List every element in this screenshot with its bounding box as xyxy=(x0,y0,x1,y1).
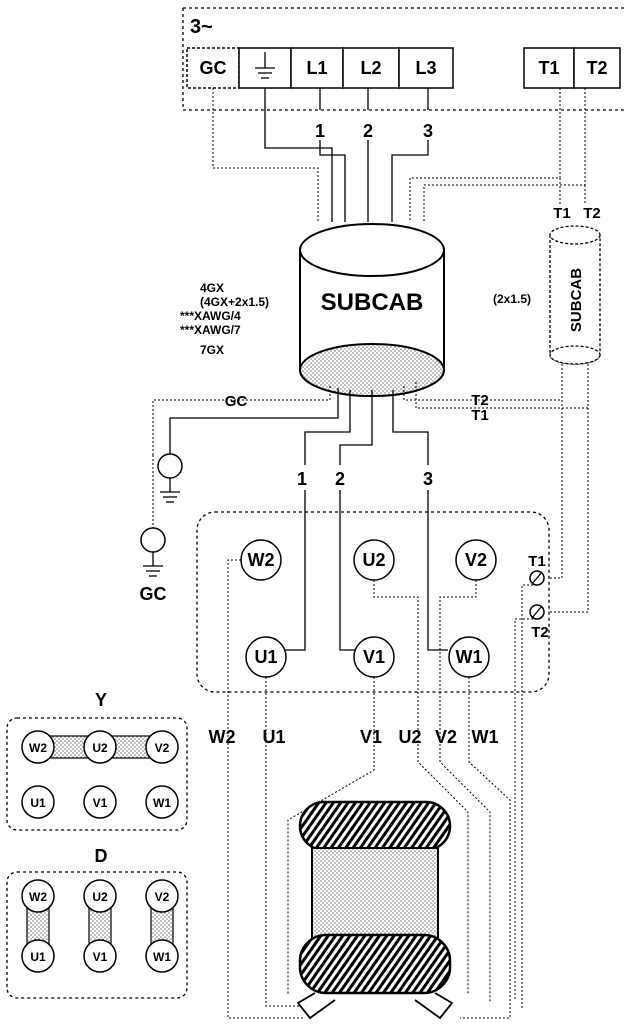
main-cable-label: SUBCAB xyxy=(321,289,424,316)
connection-y-title: Y xyxy=(95,690,107,710)
lower-gc-label: GC xyxy=(225,393,248,410)
lead-label-u2: U2 xyxy=(398,727,421,747)
cable-to-motor-wires xyxy=(152,382,588,651)
thermal-terminal-t1 xyxy=(529,570,545,586)
terminal-label: W1 xyxy=(153,950,171,964)
earth-icon xyxy=(255,52,275,79)
aux-cable-t2-label: T2 xyxy=(583,205,601,222)
terminal-label: U1 xyxy=(254,647,277,667)
aux-cable-label: SUBCAB xyxy=(568,268,585,332)
terminal-label: U2 xyxy=(92,890,108,904)
terminal-l1-label: L1 xyxy=(306,58,327,78)
terminal-label: U2 xyxy=(92,741,108,755)
conductor-number-3: 3 xyxy=(423,121,433,141)
lead-label-w1: W1 xyxy=(472,727,499,747)
stator-winding xyxy=(296,800,454,1020)
motor-leads xyxy=(227,559,537,1019)
terminal-label: W2 xyxy=(29,890,47,904)
lower-number-2: 2 xyxy=(335,469,345,489)
cable-variant-2: (4GX+2x1.5) xyxy=(200,295,269,309)
lead-label-w2: W2 xyxy=(209,727,236,747)
lower-number-1: 1 xyxy=(297,469,307,489)
lower-t2-label: T2 xyxy=(471,392,489,409)
aux-cable: T1 T2 SUBCAB (2x1.5) xyxy=(493,205,601,613)
connection-d-title: D xyxy=(95,846,108,866)
conductor-number-2: 2 xyxy=(363,121,373,141)
terminal-l3-box xyxy=(398,47,454,89)
terminal-label: W1 xyxy=(456,647,483,667)
connection-y-panel: Y W2 U2 V2 U1 V1 W1 xyxy=(6,690,188,831)
motor-t2-label: T2 xyxy=(531,624,549,641)
terminal-gc-label: GC xyxy=(200,58,227,78)
motor-t1-label: T1 xyxy=(528,553,546,570)
cable-variants: 4GX (4GX+2x1.5) ***XAWG/4 ***XAWG/7 7GX xyxy=(180,281,269,357)
cable-variant-5: 7GX xyxy=(200,343,224,357)
connection-d-panel: D W2 U2 V2 U1 V1 W1 xyxy=(6,846,188,999)
lead-label-v2: V2 xyxy=(435,727,457,747)
thermal-terminal-t2 xyxy=(529,604,545,620)
terminal-label: V1 xyxy=(93,950,108,964)
earth-icon xyxy=(157,453,183,503)
cable-variant-4: ***XAWG/7 xyxy=(180,323,241,337)
cable-variant-3: ***XAWG/4 xyxy=(180,309,241,323)
terminal-label: V2 xyxy=(155,741,170,755)
terminal-l2-label: L2 xyxy=(360,58,381,78)
terminal-t2-label: T2 xyxy=(586,58,607,78)
terminal-label: V1 xyxy=(93,796,108,810)
terminal-t2-box xyxy=(573,47,621,89)
lead-label-v1: V1 xyxy=(360,727,382,747)
aux-cable-spec: (2x1.5) xyxy=(493,292,531,306)
earth-icon xyxy=(140,527,166,577)
lead-label-u1: U1 xyxy=(262,727,285,747)
phase-label: 3~ xyxy=(190,16,213,38)
terminal-label: W1 xyxy=(153,796,171,810)
terminal-label: V1 xyxy=(363,647,385,667)
aux-cable-t1-label: T1 xyxy=(553,205,571,222)
terminal-l3-label: L3 xyxy=(415,58,436,78)
conductor-number-1: 1 xyxy=(315,121,325,141)
terminal-label: V2 xyxy=(465,550,487,570)
terminal-t1-label: T1 xyxy=(538,58,559,78)
lower-number-3: 3 xyxy=(423,469,433,489)
cable-variant-1: 4GX xyxy=(200,281,224,295)
supply-block: 3~ GC L1 L2 L3 T1 T2 xyxy=(182,7,625,111)
terminal-label: U1 xyxy=(30,950,46,964)
terminal-label: W2 xyxy=(248,550,275,570)
terminal-label: V2 xyxy=(155,890,170,904)
terminal-label: W2 xyxy=(29,741,47,755)
ground-gc-label: GC xyxy=(140,584,167,604)
terminal-label: U2 xyxy=(362,550,385,570)
terminal-label: U1 xyxy=(30,796,46,810)
main-cable: SUBCAB xyxy=(299,223,445,397)
supply-wires xyxy=(212,88,586,222)
motor-terminal-box: W2 U2 V2 U1 V1 W1 T1 T2 xyxy=(196,511,550,693)
lower-t1-label: T1 xyxy=(471,407,489,424)
main-cable-end-face xyxy=(299,343,445,397)
terminal-l1-box xyxy=(290,47,344,89)
